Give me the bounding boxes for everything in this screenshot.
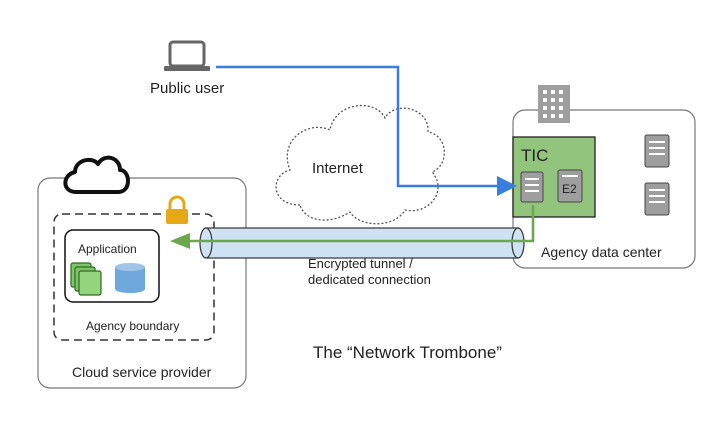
tunnel-label-line1: Encrypted tunnel / [308, 256, 413, 271]
building-icon [538, 85, 570, 123]
tunnel-label-line2: dedicated connection [308, 272, 431, 287]
agency-boundary-box [53, 213, 215, 341]
cloud-icon [63, 155, 130, 194]
agency-boundary-label: Agency boundary [86, 319, 180, 333]
agency-datacenter-label: Agency data center [541, 244, 662, 260]
laptop-icon [164, 40, 210, 71]
cloud-provider-label: Cloud service provider [72, 364, 212, 380]
e2-label: E2 [562, 182, 577, 196]
return-path-arrow [170, 205, 535, 249]
server-icon [644, 182, 670, 216]
public-user-label: Public user [150, 80, 225, 97]
app-stack-icon [70, 262, 102, 296]
server-icon [644, 134, 670, 168]
lock-icon [166, 195, 188, 224]
internet-label: Internet [312, 160, 363, 177]
diagram-title: The “Network Trombone” [313, 343, 502, 362]
internet-cloud [275, 104, 445, 225]
public-path-arrow [216, 65, 517, 196]
e2-server-icon [557, 169, 583, 203]
tic-label: TIC [521, 146, 549, 165]
encrypted-tunnel [199, 227, 525, 259]
server-icon [520, 171, 544, 203]
database-icon [115, 263, 145, 293]
application-label: Application [78, 242, 137, 256]
